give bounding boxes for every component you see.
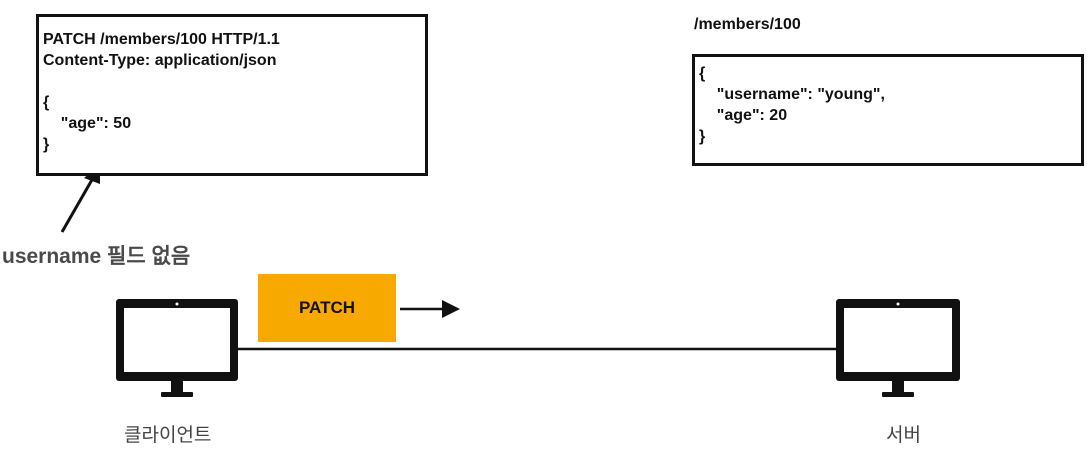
request-line: PATCH /members/100 HTTP/1.1 — [43, 31, 280, 48]
resource-body-username: "username": "young", — [699, 86, 885, 103]
missing-field-annotation: username 필드 없음 — [2, 245, 191, 268]
direction-arrow — [400, 300, 460, 318]
resource-body-close: } — [699, 128, 706, 145]
client-monitor-icon — [116, 299, 238, 397]
server-label: 서버 — [886, 425, 921, 446]
resource-path: /members/100 — [694, 16, 801, 33]
server-monitor-icon — [836, 299, 960, 397]
method-badge-label: PATCH — [298, 298, 356, 317]
resource-body-open: { — [699, 65, 706, 82]
request-body-field: "age": 50 — [43, 115, 132, 132]
request-blank-line — [43, 71, 425, 92]
request-message-box: PATCH /members/100 HTTP/1.1 Content-Type… — [36, 14, 428, 176]
request-body-open: { — [43, 94, 50, 111]
resource-body-age: "age": 20 — [699, 107, 788, 124]
method-badge: PATCH — [258, 274, 396, 342]
client-label: 클라이언트 — [124, 425, 212, 446]
resource-state-box: { "username": "young", "age": 20 } — [692, 54, 1084, 166]
request-header: Content-Type: application/json — [43, 52, 277, 69]
request-body-close: } — [43, 136, 50, 153]
